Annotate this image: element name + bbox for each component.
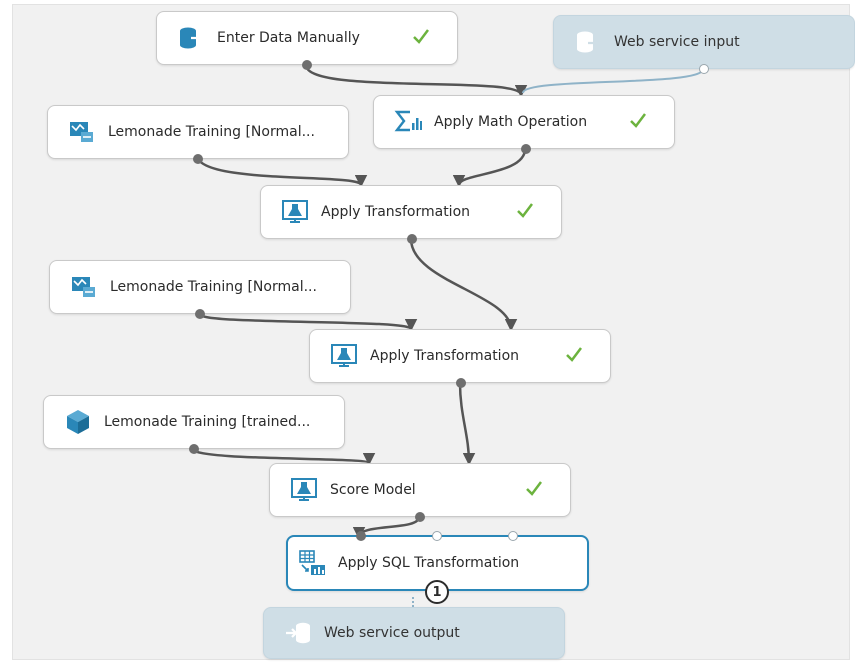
transformation-dataset-icon: [70, 122, 93, 142]
connector-apply-math-to-apply-transformation-1: [452, 148, 527, 188]
flask-monitor-icon: [282, 200, 308, 223]
web-service-input-icon: [577, 31, 600, 53]
sql-table-icon: [299, 550, 325, 575]
module-score-model[interactable]: Score Model: [269, 463, 571, 522]
module-apply-math-operation[interactable]: Apply Math Operation: [373, 95, 675, 154]
math-sigma-icon: [394, 110, 422, 132]
output-port[interactable]: [521, 144, 531, 154]
output-port[interactable]: [699, 64, 709, 74]
output-port-badge[interactable]: 1: [425, 580, 449, 604]
web-service-output-icon: [286, 622, 310, 644]
flask-monitor-icon: [291, 478, 317, 501]
connector-score-model-to-apply-sql: [352, 516, 421, 540]
module-enter-data-manually[interactable]: Enter Data Manually: [156, 11, 458, 70]
module-lemonade-training-normal-1[interactable]: Lemonade Training [Normal...: [47, 105, 349, 164]
module-label: Apply Math Operation: [434, 114, 588, 130]
module-label: Score Model: [330, 482, 416, 498]
output-port[interactable]: [415, 512, 425, 522]
connector-web-service-input-to-apply-math: [522, 68, 704, 94]
checkmark-icon: [413, 29, 429, 44]
checkmark-icon: [566, 347, 582, 362]
flask-monitor-icon: [331, 344, 357, 367]
module-label: Enter Data Manually: [217, 30, 360, 46]
module-apply-sql-transformation[interactable]: Apply SQL Transformation 1: [286, 531, 589, 604]
checkmark-icon: [630, 113, 646, 128]
checkmark-icon: [526, 481, 542, 496]
module-apply-transformation-2[interactable]: Apply Transformation: [309, 329, 611, 388]
module-label: Apply SQL Transformation: [338, 555, 520, 571]
input-port-1[interactable]: [356, 531, 366, 541]
module-label: Web service input: [614, 34, 740, 50]
output-port[interactable]: [195, 309, 205, 319]
output-port[interactable]: [407, 234, 417, 244]
connector-apply-transformation-2-to-score-model: [458, 382, 476, 466]
module-apply-transformation-1[interactable]: Apply Transformation: [260, 185, 562, 244]
connector-lemonade-1-to-apply-transformation-1: [195, 154, 368, 188]
module-label: Web service output: [324, 625, 460, 641]
output-port[interactable]: [302, 60, 312, 70]
module-lemonade-training-normal-2[interactable]: Lemonade Training [Normal...: [49, 260, 351, 319]
data-input-icon: [180, 27, 203, 49]
module-web-service-output[interactable]: Web service output: [263, 607, 565, 659]
output-port[interactable]: [193, 154, 203, 164]
experiment-canvas[interactable]: Enter Data Manually Web service input Le…: [12, 4, 855, 660]
module-label: Lemonade Training [Normal...: [110, 279, 317, 295]
checkmark-icon: [517, 203, 533, 218]
connector-lemonade-2-to-apply-transformation-2: [197, 312, 418, 332]
module-label: Lemonade Training [Normal...: [108, 124, 315, 140]
connector-lemonade-trained-to-score-model: [191, 447, 375, 466]
transformation-dataset-icon: [72, 277, 95, 297]
input-port-2[interactable]: [432, 531, 442, 541]
module-lemonade-training-trained[interactable]: Lemonade Training [trained...: [43, 395, 345, 454]
module-label: Apply Transformation: [321, 204, 471, 220]
module-web-service-input[interactable]: Web service input: [553, 15, 855, 74]
trained-model-cube-icon: [67, 410, 89, 434]
connector-apply-transformation-1-to-2: [409, 238, 518, 332]
input-port-3[interactable]: [508, 531, 518, 541]
module-label: Apply Transformation: [370, 348, 520, 364]
module-label: Lemonade Training [trained...: [104, 414, 311, 430]
connector-enter-data-to-apply-math: [304, 64, 528, 98]
output-port[interactable]: [189, 444, 199, 454]
output-port[interactable]: [456, 378, 466, 388]
